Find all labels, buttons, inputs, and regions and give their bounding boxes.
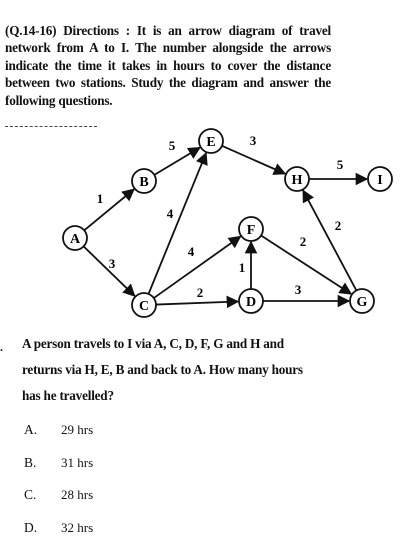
edge-weight-f-g: 2	[300, 234, 307, 249]
edge-weight-c-f: 4	[188, 244, 195, 259]
directions-text: (Q.14-16) Directions : It is an arrow di…	[5, 23, 331, 108]
edge-weight-e-h: 3	[250, 133, 257, 148]
option-letter: C.	[24, 487, 37, 502]
node-label-b: B	[139, 175, 148, 190]
option-letter: B.	[24, 455, 37, 470]
edge-a-b	[83, 188, 135, 232]
node-i	[367, 166, 393, 192]
option-a[interactable]: A. 29 hrs	[24, 422, 93, 438]
node-g	[349, 288, 375, 314]
node-d	[238, 288, 264, 314]
edge-b-e	[153, 146, 201, 176]
option-c[interactable]: C. 28 hrs	[24, 487, 93, 503]
node-label-d: D	[246, 295, 256, 310]
node-label-h: H	[292, 173, 303, 188]
edge-weight-b-e: 5	[169, 138, 176, 153]
edge-a-c	[82, 245, 136, 297]
node-label-f: F	[247, 223, 256, 238]
divider-rule	[5, 126, 97, 127]
directions-paragraph: (Q.14-16) Directions : It is an arrow di…	[5, 22, 331, 127]
option-d[interactable]: D. 32 hrs	[24, 520, 93, 536]
edge-e-h	[221, 145, 287, 175]
node-h	[284, 166, 310, 192]
question-text: A person travels to I via A, C, D, F, G …	[22, 336, 303, 403]
edge-weight-d-f: 1	[239, 260, 246, 275]
option-value: 28 hrs	[61, 487, 94, 502]
option-letter: A.	[24, 422, 38, 437]
node-label-g: G	[357, 295, 368, 310]
node-e	[198, 128, 224, 154]
option-value: 29 hrs	[61, 422, 94, 437]
edge-weight-d-g: 3	[295, 282, 302, 297]
edge-weight-a-b: 1	[97, 191, 104, 206]
node-c	[131, 292, 157, 318]
node-label-a: A	[70, 232, 81, 247]
node-label-c: C	[139, 299, 149, 314]
option-letter: D.	[24, 520, 38, 535]
node-label-e: E	[206, 135, 215, 150]
question-bullet: .	[0, 340, 3, 354]
edge-weight-c-d: 2	[197, 285, 204, 300]
arrow-diagram: 1 3 5 4 4 2 1 3 3 2 2 5 A B C D E F G H I	[62, 128, 393, 318]
edge-c-d	[155, 295, 240, 309]
edge-weight-h-i: 5	[337, 157, 344, 172]
edge-weight-c-e: 4	[167, 206, 174, 221]
node-f	[238, 216, 264, 242]
option-value: 31 hrs	[61, 455, 94, 470]
option-value: 32 hrs	[61, 520, 94, 535]
node-label-i: I	[377, 173, 382, 188]
edge-f-g	[260, 234, 353, 295]
option-b[interactable]: B. 31 hrs	[24, 455, 93, 471]
node-b	[131, 168, 157, 194]
edge-c-e	[147, 151, 208, 295]
edge-weight-g-h: 2	[335, 218, 342, 233]
edge-g-h	[302, 189, 358, 291]
edge-c-f	[153, 235, 242, 299]
edge-weight-a-c: 3	[109, 256, 116, 271]
node-a	[62, 225, 88, 251]
